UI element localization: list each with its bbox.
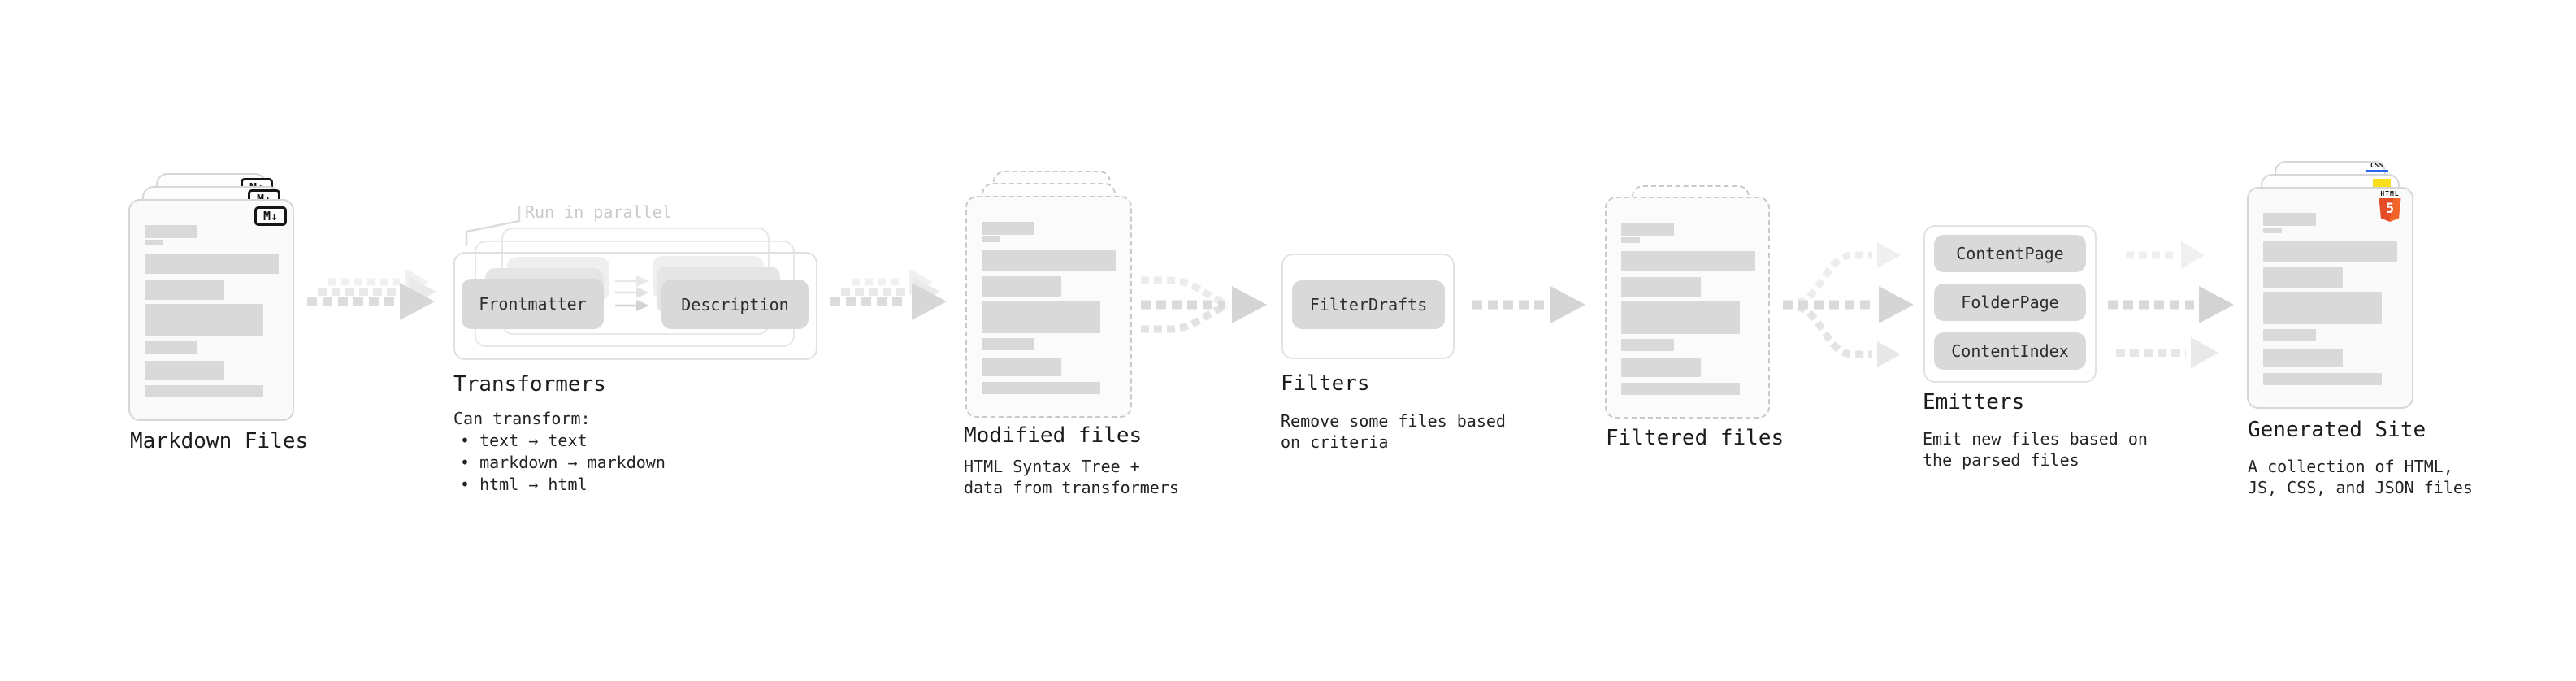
emitters-description: Emit new files based on the parsed files	[1923, 429, 2148, 470]
generated-site-description: A collection of HTML, JS, CSS, and JSON …	[2248, 457, 2473, 497]
markdown-icon: M↓	[254, 206, 287, 226]
arrow-filtered-to-emitters	[1783, 242, 1914, 367]
filters-container	[1281, 254, 1455, 359]
modified-files-description: HTML Syntax Tree + data from transformer…	[964, 457, 1179, 497]
modified-file-card-front	[965, 196, 1132, 418]
arrow-filters-to-filtered	[1472, 286, 1585, 323]
document-skeleton-lines	[145, 225, 279, 397]
document-skeleton-lines	[982, 222, 1116, 394]
frontmatter-transformer-pill: Frontmatter	[462, 279, 604, 329]
filters-description: Remove some files based on criteria	[1281, 411, 1506, 452]
filters-label: Filters	[1281, 371, 1370, 396]
transformers-label: Transformers	[453, 372, 606, 397]
arrow-transformers-to-modified	[830, 268, 947, 320]
document-skeleton-lines	[2263, 213, 2397, 385]
transformers-bullet: • markdown → markdown	[460, 453, 666, 472]
css-file-icon: CSS	[2366, 163, 2388, 172]
transformer-layer-front	[453, 252, 817, 360]
filtered-files-label: Filtered files	[1606, 426, 1785, 450]
markdown-file-card-front	[128, 199, 294, 421]
contentpage-emitter-pill: ContentPage	[1934, 235, 2086, 272]
generated-file-card-front	[2247, 187, 2413, 409]
transformers-bullet: • text → text	[460, 431, 588, 450]
markdown-files-label: Markdown Files	[130, 429, 309, 453]
filtered-file-card-front	[1605, 197, 1770, 419]
run-in-parallel-note: Run in parallel	[525, 202, 672, 222]
transformers-description: Can transform: • text → text • markdown …	[453, 408, 666, 496]
arrow-markdown-to-transformers	[307, 268, 436, 320]
html5-logo-icon: HTML 5	[2378, 191, 2402, 222]
transformers-bullet: • html → html	[460, 475, 588, 494]
folderpage-emitter-pill: FolderPage	[1934, 284, 2086, 321]
filterdrafts-pill: FilterDrafts	[1292, 280, 1445, 329]
transformers-desc-title: Can transform:	[453, 409, 591, 428]
emitters-container	[1923, 225, 2097, 383]
arrow-modified-to-filters	[1141, 276, 1267, 333]
document-skeleton-lines	[1621, 223, 1755, 395]
contentindex-emitter-pill: ContentIndex	[1934, 332, 2086, 370]
description-transformer-pill: Description	[661, 280, 809, 329]
emitters-label: Emitters	[1923, 390, 2025, 414]
generated-site-label: Generated Site	[2248, 418, 2426, 442]
arrow-emitters-to-generated	[2108, 241, 2234, 368]
modified-files-label: Modified files	[964, 423, 1143, 448]
